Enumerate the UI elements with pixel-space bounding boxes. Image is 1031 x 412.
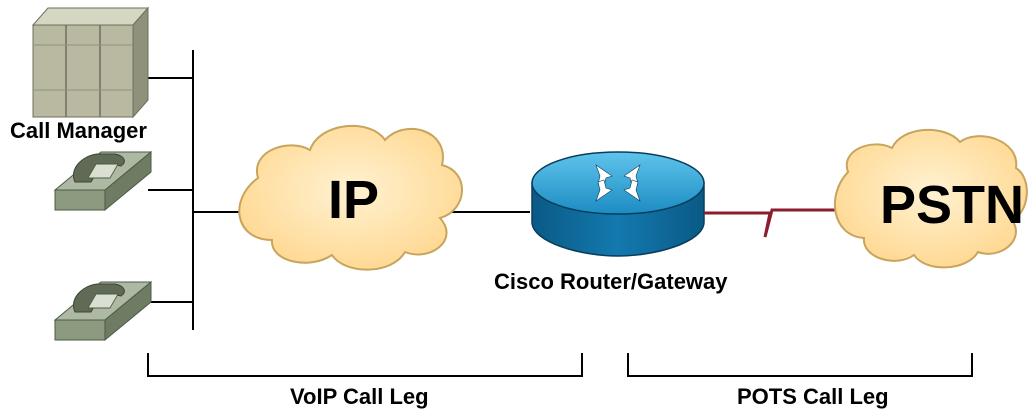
voip-leg-bracket xyxy=(147,353,583,377)
voip-leg-label: VoIP Call Leg xyxy=(290,384,429,409)
router-icon xyxy=(531,151,705,257)
cloud-icon xyxy=(834,129,1028,269)
ip-phone-icon xyxy=(53,280,153,342)
cloud-icon xyxy=(238,124,463,271)
pstn-cloud-label: PSTN xyxy=(880,175,1024,235)
pstn-serial-link xyxy=(704,208,838,238)
pots-leg-bracket xyxy=(627,353,973,377)
call-manager-label: Call Manager xyxy=(10,118,147,143)
ip-cloud-label: IP xyxy=(328,170,379,230)
ip-phone-icon xyxy=(53,150,153,212)
pots-leg-label: POTS Call Leg xyxy=(737,384,889,409)
server-icon xyxy=(31,6,150,119)
router-label: Cisco Router/Gateway xyxy=(494,269,728,294)
